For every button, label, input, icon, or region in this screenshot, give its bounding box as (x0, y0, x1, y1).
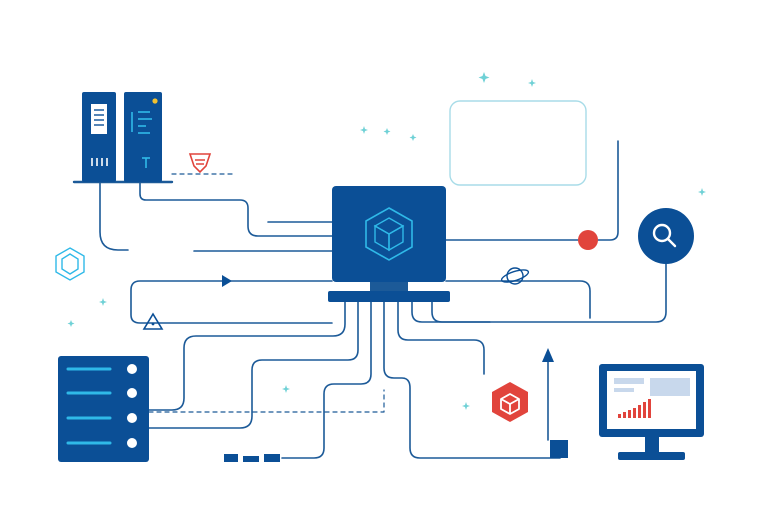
server-base-lines (91, 158, 108, 166)
chart-bar (618, 414, 621, 418)
monitor-base (618, 452, 685, 460)
sparkle-icon (528, 79, 536, 87)
warning-triangle-icon (142, 312, 164, 330)
box-icon (500, 393, 520, 415)
connection-right-arrow (411, 301, 491, 323)
chart-bar (648, 399, 651, 418)
terminal-block (550, 440, 568, 458)
sparkle-icon (478, 72, 490, 83)
connection-mid-right (445, 280, 591, 319)
status-led (152, 98, 158, 104)
sparkle-icon (99, 298, 107, 306)
ui-block (614, 388, 634, 392)
hexagon-cube-icon (55, 247, 85, 281)
connection-bottom-mid (281, 301, 372, 459)
chart-bar (633, 408, 636, 418)
sparkle-icon (360, 126, 368, 134)
connection-storage-2 (148, 301, 359, 429)
connection-center-down (383, 301, 561, 459)
chart-bar (628, 410, 631, 418)
storage-server-icon (58, 356, 149, 462)
monitor-stand (645, 437, 659, 452)
connection-rack-left (99, 181, 129, 251)
search-node-circle (638, 208, 694, 264)
planet-icon (500, 267, 530, 285)
sparkle-icon (282, 385, 290, 393)
red-dot-icon[interactable] (578, 230, 598, 250)
ui-block (650, 378, 690, 396)
sparkles (67, 72, 706, 410)
connection-frame (597, 140, 619, 241)
server-rack-left (82, 92, 116, 182)
connection-package (397, 301, 485, 375)
connector-blocks (224, 454, 280, 462)
package-hex (492, 382, 528, 422)
server-tower-icon (124, 92, 162, 182)
server-rack-right (124, 92, 162, 182)
package-node[interactable] (492, 382, 528, 422)
chart-bar (643, 402, 646, 418)
arrow-up-icon (542, 348, 554, 362)
search-node[interactable] (638, 208, 694, 264)
laptop-stand (370, 282, 408, 292)
server-vent (91, 104, 107, 134)
chart-bar (623, 412, 626, 418)
arrow-right-icon (222, 275, 232, 287)
sparkle-icon (383, 128, 391, 135)
monitor[interactable] (599, 364, 704, 460)
faint-frame (449, 100, 587, 186)
storage-stack[interactable] (58, 356, 149, 462)
central-laptop[interactable] (328, 186, 450, 302)
sparkle-icon (698, 188, 706, 196)
cube-icon (365, 207, 413, 261)
sparkle-icon (409, 134, 417, 141)
connection-search (431, 263, 667, 323)
storage-bars (66, 367, 112, 445)
connection-rack-right (139, 181, 333, 237)
laptop-base (328, 291, 450, 302)
magnifier-icon (652, 223, 677, 248)
chart-bar (638, 405, 641, 418)
server-vent-lines (94, 109, 104, 126)
storage-dots (127, 364, 137, 448)
connection-lines (72, 140, 667, 459)
analytics-chart-icon (614, 378, 690, 418)
connection-dashed (148, 389, 385, 413)
sparkle-icon (462, 402, 470, 410)
server-detail-lines (131, 111, 152, 168)
connection-loop-left (130, 280, 333, 324)
shield-icon (188, 153, 212, 174)
ui-block (614, 378, 644, 384)
sparkle-icon (67, 320, 75, 327)
connection-storage-1 (148, 301, 346, 411)
